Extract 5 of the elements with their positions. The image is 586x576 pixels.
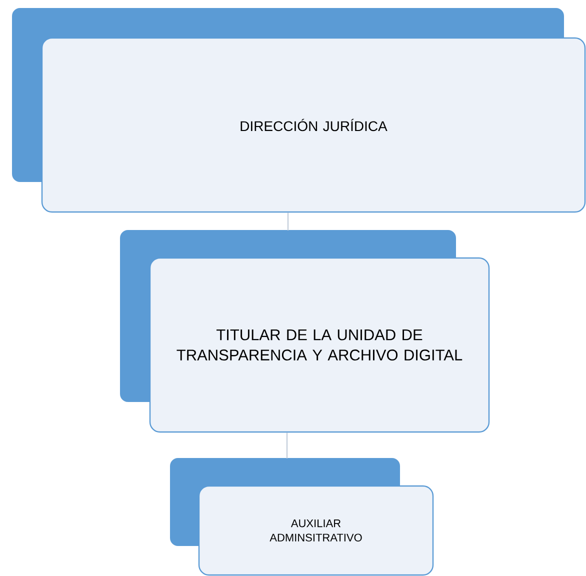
org-box: TITULAR DE LA UNIDAD DE TRANSPARENCIA Y ARCHIVO DIGITAL	[149, 257, 490, 433]
connector-line	[286, 432, 288, 458]
org-box: AUXILIAR ADMINSITRATIVO	[198, 485, 434, 576]
connector-line	[287, 212, 289, 230]
org-box: DIRECCIÓN JURÍDICA	[41, 37, 586, 213]
